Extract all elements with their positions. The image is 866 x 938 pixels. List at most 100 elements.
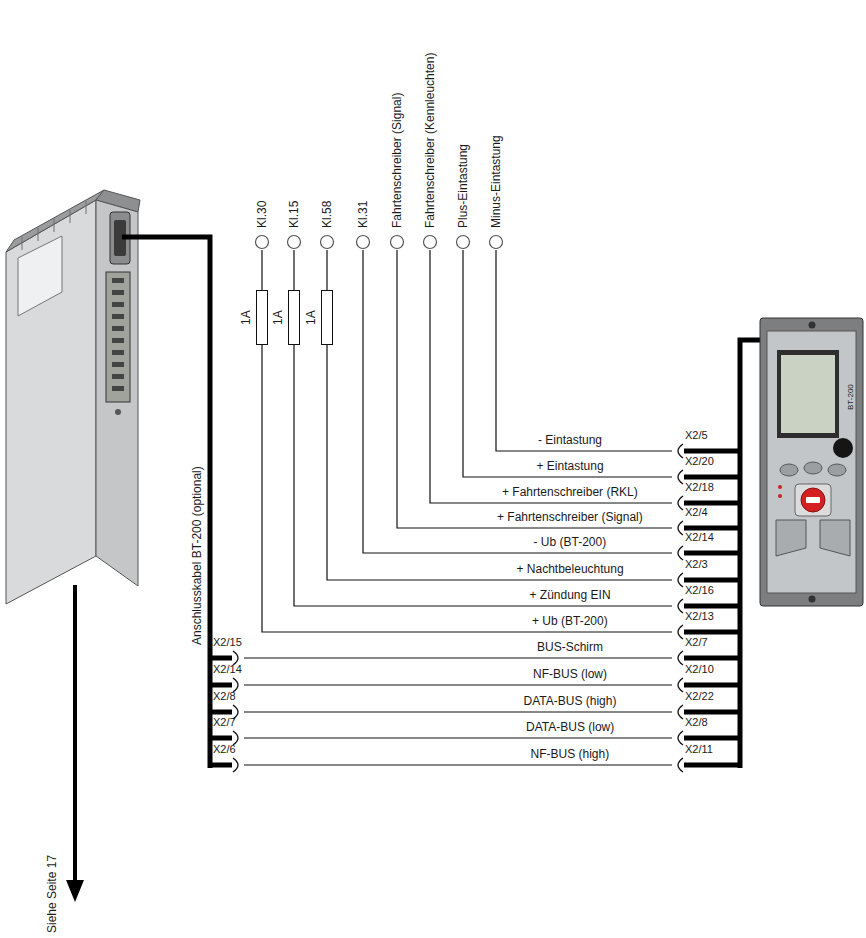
wire xyxy=(496,250,672,451)
wire xyxy=(262,345,672,632)
housing-side xyxy=(6,200,96,604)
terminal-symbol xyxy=(254,234,270,250)
wire-label: - Ub (BT-200) xyxy=(532,535,609,549)
wire-label: + Zündung EIN xyxy=(528,588,613,602)
wire-label: DATA-BUS (low) xyxy=(524,720,616,734)
wire xyxy=(293,250,294,290)
pin-lead xyxy=(684,604,740,609)
terminal-symbol xyxy=(455,234,471,250)
wire-label: + Eintastung xyxy=(535,459,606,473)
pin-lead xyxy=(208,710,232,715)
pin-lead xyxy=(684,630,740,635)
cable-bundle xyxy=(740,340,762,768)
pin xyxy=(112,362,124,367)
fin xyxy=(54,219,55,232)
fuse: 1A xyxy=(270,290,300,345)
led xyxy=(778,485,782,489)
terminal-pins xyxy=(112,278,124,391)
connector-pin: X2/7 xyxy=(672,636,740,666)
pin-lead xyxy=(208,763,232,768)
pin-socket xyxy=(678,599,683,613)
wire-label: + Ub (BT-200) xyxy=(530,614,610,628)
terminal: Kl.31 xyxy=(355,201,371,250)
terminal-label: Kl.30 xyxy=(255,201,269,228)
terminal-block xyxy=(106,272,130,402)
connector-pin: X2/11 xyxy=(672,743,740,773)
pin-socket xyxy=(678,546,683,560)
wire xyxy=(463,250,672,477)
fin xyxy=(70,210,71,223)
connector-pin: X2/8 xyxy=(208,690,244,720)
terminal: Kl.58 xyxy=(319,201,335,250)
pin-socket xyxy=(678,678,683,692)
pin-lead xyxy=(684,763,740,768)
fin xyxy=(38,228,39,241)
connector-pin: X2/14 xyxy=(672,531,740,561)
terminal-circle xyxy=(424,236,437,249)
pin-lead xyxy=(684,475,740,480)
pin-lead xyxy=(684,656,740,661)
wire xyxy=(244,657,672,658)
emergency-button xyxy=(801,488,825,512)
wire-label: NF-BUS (high) xyxy=(529,747,612,761)
terminal-symbol xyxy=(286,234,302,250)
fuse-rating: 1A xyxy=(271,310,285,325)
fuse-rating: 1A xyxy=(239,310,253,325)
terminal-circle xyxy=(321,236,334,249)
pin-label: X2/8 xyxy=(213,690,236,703)
terminal: Kl.15 xyxy=(286,201,302,250)
screw xyxy=(115,409,121,415)
connector-pin: X2/6 xyxy=(208,743,244,773)
wire xyxy=(244,764,672,765)
terminal-label: Kl.15 xyxy=(287,201,301,228)
pin-label: X2/3 xyxy=(685,558,708,571)
pin-socket xyxy=(678,651,683,665)
pin-lead xyxy=(684,736,740,741)
pin-label: X2/15 xyxy=(213,636,242,649)
pin-socket xyxy=(233,651,238,665)
pin xyxy=(112,314,124,319)
wire-label: NF-BUS (low) xyxy=(531,667,609,681)
terminal: Kl.30 xyxy=(254,201,270,250)
pin-label: X2/10 xyxy=(685,663,714,676)
pin-socket xyxy=(678,625,683,639)
connector-pin: X2/16 xyxy=(672,584,740,614)
terminal-circle xyxy=(357,236,370,249)
terminal-symbol xyxy=(355,234,371,250)
wire-label: - Eintastung xyxy=(536,433,604,447)
terminal-circle xyxy=(256,236,269,249)
pin-lead xyxy=(684,578,740,583)
label-window xyxy=(18,236,62,316)
button-icon xyxy=(806,497,820,503)
wire xyxy=(363,250,672,553)
terminal-label: Kl.58 xyxy=(320,201,334,228)
pin-lead xyxy=(208,736,232,741)
pin-socket xyxy=(678,521,683,535)
wire xyxy=(244,711,672,712)
pin-lead xyxy=(684,551,740,556)
connector-pin: X2/13 xyxy=(672,610,740,640)
wire xyxy=(326,250,327,290)
pin-lead xyxy=(208,656,232,661)
cable-bundle xyxy=(122,237,210,768)
pin-label: X2/14 xyxy=(685,531,714,544)
terminal: Plus-Eintastung xyxy=(455,144,471,250)
pin-socket xyxy=(233,678,238,692)
pin-lead xyxy=(684,526,740,531)
pin-lead xyxy=(684,449,740,454)
pin-socket xyxy=(678,705,683,719)
pin xyxy=(112,350,124,355)
fuse-body xyxy=(321,290,333,345)
pin-label: X2/4 xyxy=(685,506,708,519)
connector-pin: X2/22 xyxy=(672,690,740,720)
pin-label: X2/13 xyxy=(685,610,714,623)
pin-label: X2/20 xyxy=(685,455,714,468)
wire xyxy=(261,250,262,290)
fuse-body xyxy=(256,290,268,345)
pin xyxy=(112,374,124,379)
connector-pin: X2/20 xyxy=(672,455,740,485)
pin-label: X2/5 xyxy=(685,429,708,442)
terminal-label: Kl.31 xyxy=(356,201,370,228)
connector-pin: X2/5 xyxy=(672,429,740,459)
